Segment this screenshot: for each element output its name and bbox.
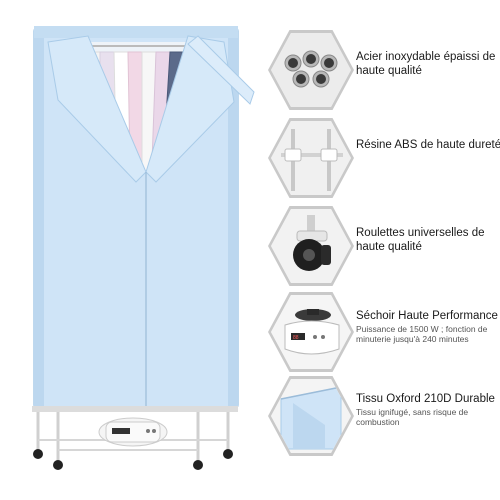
feature-title: Roulettes universelles de haute qualité: [356, 227, 485, 253]
feature-title: Résine ABS de haute dureté: [356, 139, 500, 151]
steel-tubes-icon: [268, 30, 354, 110]
feature-item-fabric: Tissu Oxford 210D Durable Tissu ignifugé…: [268, 376, 500, 458]
abs-resin-icon: [268, 118, 354, 198]
feature-item-abs: Résine ABS de haute dureté: [268, 118, 500, 200]
wardrobe-dryer-illustration: [32, 26, 255, 470]
feature-title: Tissu Oxford 210D Durable: [356, 393, 495, 405]
dryer-unit-icon: 88: [268, 292, 354, 372]
feature-title: Séchoir Haute Performance: [356, 310, 498, 322]
caster-wheel-icon: [268, 206, 354, 286]
feature-subtitle: Tissu ignifugé, sans risque de combustio…: [356, 407, 469, 427]
feature-item-dryer: 88 Séchoir Haute Performance Puissance d…: [268, 292, 500, 374]
oxford-fabric-icon: [268, 376, 354, 456]
svg-text:88: 88: [293, 335, 299, 341]
feature-item-wheels: Roulettes universelles de haute qualité: [268, 206, 500, 288]
feature-title: Acier inoxydable épaissi de haute qualit…: [356, 51, 496, 77]
feature-item-steel: Acier inoxydable épaissi de haute qualit…: [268, 30, 500, 112]
wardrobe-dryer-image: [28, 22, 258, 472]
feature-subtitle: Puissance de 1500 W ; fonction de minute…: [356, 324, 488, 344]
feature-list: Acier inoxydable épaissi de haute qualit…: [268, 30, 500, 470]
